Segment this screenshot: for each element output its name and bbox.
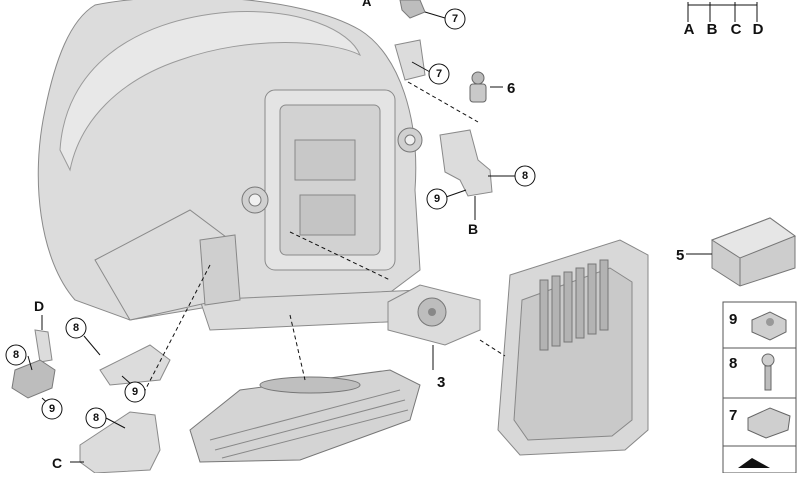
corner-label-c: C bbox=[731, 21, 742, 38]
callout-8-bottom[interactable]: 8 bbox=[85, 407, 107, 429]
legend-label-9[interactable]: 9 bbox=[729, 311, 737, 328]
legend-arrow-icon bbox=[738, 458, 770, 468]
svg-text:9: 9 bbox=[132, 386, 138, 398]
callout-7-top[interactable]: 7 bbox=[444, 8, 466, 30]
part-d-bracket[interactable] bbox=[11, 329, 56, 399]
part-3-fan[interactable] bbox=[387, 284, 481, 346]
corner-label-a: A bbox=[684, 21, 695, 38]
svg-text:7: 7 bbox=[452, 13, 458, 25]
svg-text:9: 9 bbox=[434, 193, 440, 205]
svg-text:9: 9 bbox=[49, 403, 55, 415]
svg-text:8: 8 bbox=[73, 322, 79, 334]
control-module[interactable] bbox=[497, 239, 649, 456]
headlamp-housing[interactable] bbox=[37, 0, 431, 331]
legend-nut-icon bbox=[751, 311, 787, 341]
callout-7-mid[interactable]: 7 bbox=[428, 63, 450, 85]
label-part-5[interactable]: 5 bbox=[676, 247, 684, 264]
legend-screw-icon bbox=[761, 353, 775, 391]
letter-b: B bbox=[468, 221, 478, 237]
svg-text:8: 8 bbox=[13, 349, 19, 361]
callout-9-left-mid[interactable]: 9 bbox=[124, 381, 146, 403]
label-part-3[interactable]: 3 bbox=[437, 374, 445, 391]
svg-text:8: 8 bbox=[93, 412, 99, 424]
letter-c: C bbox=[52, 455, 62, 471]
svg-text:7: 7 bbox=[436, 68, 442, 80]
corner-labels: A B C D bbox=[684, 21, 764, 38]
part-c-bracket[interactable] bbox=[79, 411, 161, 474]
leader-lines bbox=[27, 2, 758, 463]
label-part-6[interactable]: 6 bbox=[507, 80, 515, 97]
part-clip-a[interactable] bbox=[399, 0, 426, 19]
legend-clip-icon bbox=[747, 407, 791, 439]
callout-9-right[interactable]: 9 bbox=[426, 188, 448, 210]
bracket-b[interactable] bbox=[439, 129, 493, 197]
corner-label-b: B bbox=[707, 21, 718, 38]
legend-panel bbox=[722, 301, 797, 474]
legend-label-7[interactable]: 7 bbox=[729, 407, 737, 424]
left-clip-part[interactable] bbox=[99, 344, 171, 386]
corner-label-d: D bbox=[753, 21, 764, 38]
letter-d: D bbox=[34, 298, 44, 314]
callout-9-left-low[interactable]: 9 bbox=[41, 398, 63, 420]
callout-8-right[interactable]: 8 bbox=[514, 165, 536, 187]
letter-a: A bbox=[362, 0, 372, 9]
part-5-box[interactable] bbox=[710, 217, 797, 287]
legend-label-8[interactable]: 8 bbox=[729, 355, 737, 372]
callout-8-left-top[interactable]: 8 bbox=[65, 317, 87, 339]
callout-8-left-mid[interactable]: 8 bbox=[5, 344, 27, 366]
part-6-screw[interactable] bbox=[469, 71, 487, 103]
svg-text:8: 8 bbox=[522, 170, 528, 182]
led-heatsink[interactable] bbox=[189, 369, 421, 463]
